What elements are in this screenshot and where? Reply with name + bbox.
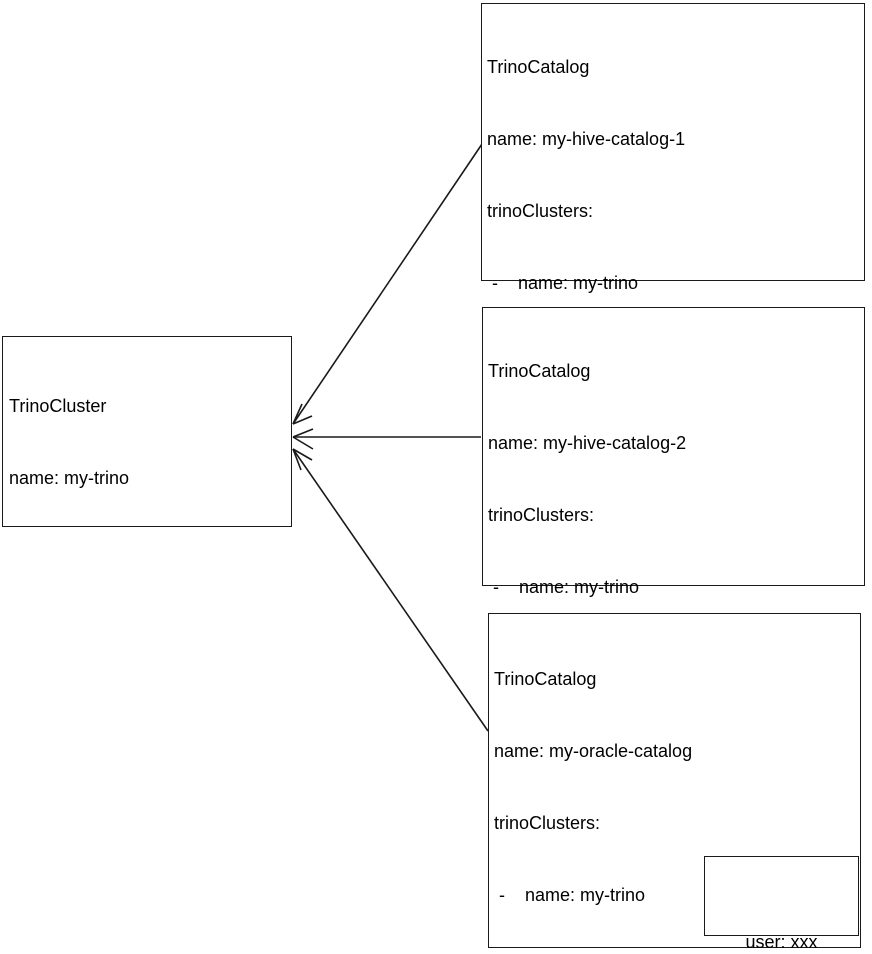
trino-cluster-box[interactable]: TrinoCluster name: my-trino <box>2 336 292 527</box>
yaml-line: - name: my-trino <box>488 577 640 597</box>
yaml-line: name: my-hive-catalog-2 <box>488 433 687 453</box>
yaml-line: trinoClusters: <box>487 201 594 221</box>
yaml-line: name: my-hive-catalog-1 <box>487 129 686 149</box>
connector-oracle-catalog <box>292 448 489 732</box>
credentials-secret-box[interactable]: user: xxx password: xxx <box>704 856 859 952</box>
yaml-line: TrinoCatalog <box>487 57 590 77</box>
yaml-line: trinoClusters: <box>494 813 601 833</box>
yaml-line: trinoClusters: <box>488 505 595 525</box>
connector-hive-catalog-1 <box>292 143 483 425</box>
trino-cluster-yaml: TrinoCluster name: my-trino <box>9 346 129 538</box>
trino-catalog-hive-1-box[interactable]: TrinoCatalog name: my-hive-catalog-1 tri… <box>481 3 865 653</box>
trino-catalog-oracle-yaml: TrinoCatalog name: my-oracle-catalog tri… <box>494 619 803 954</box>
yaml-line: TrinoCluster <box>9 396 107 416</box>
trino-catalog-hive-2-box[interactable]: TrinoCatalog name: my-hive-catalog-2 tri… <box>482 307 865 885</box>
credentials-text: user: xxx password: xxx <box>705 877 858 954</box>
yaml-line: name: my-trino <box>9 468 130 488</box>
yaml-line: name: my-oracle-catalog <box>494 741 693 761</box>
yaml-line: - name: my-trino <box>494 885 646 905</box>
yaml-line: - name: my-trino <box>487 273 639 293</box>
yaml-line: TrinoCatalog <box>488 361 591 381</box>
trino-catalog-oracle-box[interactable]: TrinoCatalog name: my-oracle-catalog tri… <box>488 613 861 952</box>
connector-hive-catalog-2 <box>292 428 481 450</box>
credentials-line-user: user: xxx <box>745 932 818 952</box>
yaml-line: TrinoCatalog <box>494 669 597 689</box>
